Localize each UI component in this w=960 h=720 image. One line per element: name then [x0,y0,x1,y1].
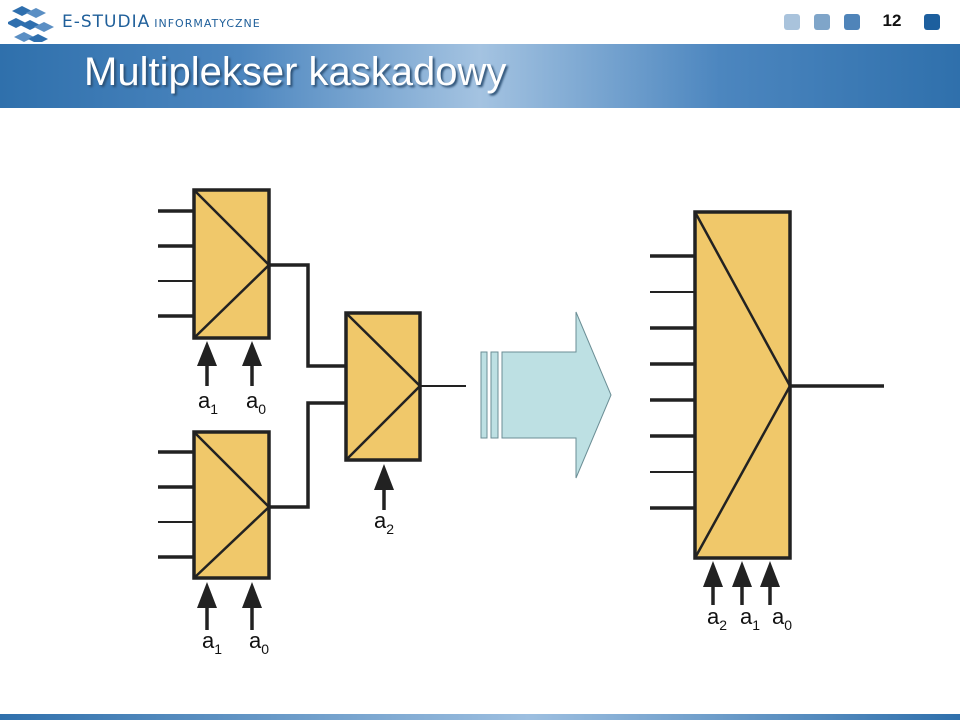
mux-top-select-a0: a0 [246,388,266,417]
mux-top [158,188,271,386]
estudia-logo-icon [8,6,54,42]
slide-title: Multiplekser kaskadowy [84,50,507,94]
brand-sub: INFORMATYCZNE [154,17,261,30]
brand-main: E-STUDIA [62,12,151,32]
mux-big-select-a1: a1 [740,604,760,633]
mux-top-select-a1: a1 [198,388,218,417]
wire-top-to-final [269,263,346,368]
page-number: 12 [882,11,902,30]
nav-square-2 [814,14,830,30]
title-bar: Multiplekser kaskadowy [0,44,960,108]
mux-big [650,210,884,605]
mux-big-select-a2: a2 [707,604,727,633]
mux-bottom [158,430,271,630]
bottom-bar [0,714,960,720]
mux-final [344,311,466,510]
nav-square-4 [924,14,940,30]
nav-square-1 [784,14,800,30]
mux-final-select-a2: a2 [374,508,394,537]
wire-bottom-to-final [269,401,346,509]
mux-big-select-a0: a0 [772,604,792,633]
nav-square-3 [844,14,860,30]
mux-bottom-select-a0: a0 [249,628,269,657]
mux-bottom-select-a1: a1 [202,628,222,657]
equivalence-arrow [480,311,612,479]
